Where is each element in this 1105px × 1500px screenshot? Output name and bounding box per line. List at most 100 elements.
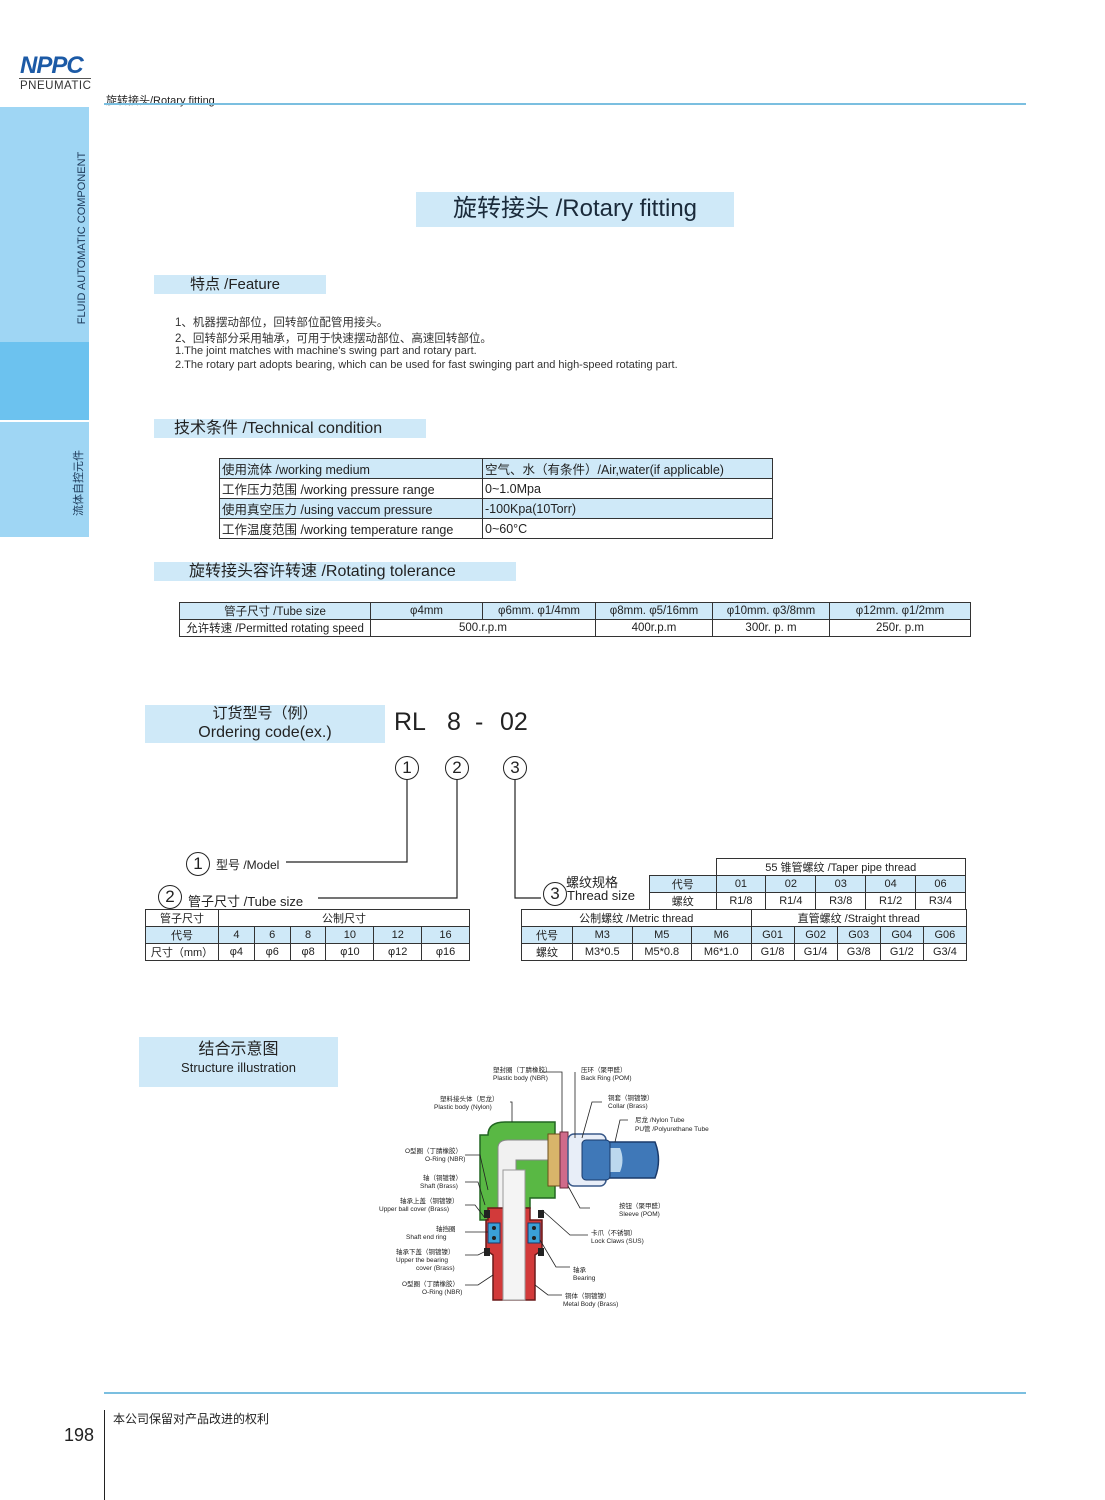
structure-heading-cn: 结合示意图 (198, 1041, 279, 1058)
rt-speed-cell: 400r.p.m (595, 619, 713, 637)
lbl-oring-bottom-cn: O型圈（丁腈橡胶） (402, 1281, 460, 1288)
header-divider (104, 103, 1026, 105)
table-row: 管子尺寸 公制尺寸 (145, 909, 470, 927)
metric-thread-title: 公制螺纹 /Metric thread (521, 909, 752, 927)
tc-value: 0~60°C (482, 518, 773, 539)
thread-value: G1/8 (750, 943, 795, 961)
tube-size-table: 管子尺寸 公制尺寸 代号 4 6 8 10 12 16 尺寸（mm） φ4 φ6… (145, 909, 470, 961)
lbl-bearing-en: Bearing (573, 1275, 596, 1282)
thread-value: M5*0.8 (631, 943, 692, 961)
table-row: 代号 4 6 8 10 12 16 (145, 926, 470, 944)
table-row: 代号 01 02 03 04 06 (649, 875, 966, 893)
tube-code-label: 代号 (145, 926, 219, 944)
rotating-heading: 旋转接头容许转速 /Rotating tolerance (154, 562, 516, 581)
tc-value: -100Kpa(10Torr) (482, 498, 773, 519)
tube-size-label: 尺寸（mm） (145, 943, 219, 961)
tc-label: 工作压力范围 /working pressure range (219, 478, 483, 499)
feature-line-1: 1、机器摆动部位，回转部位配管用接头。 (175, 317, 389, 329)
code-size: 8 (447, 708, 461, 736)
rt-speed-cell: 250r. p.m (829, 619, 971, 637)
rotary-fitting-illustration (465, 1071, 660, 1301)
lbl-upper-bearing-cn: 轴承下盖（铜镀镍） (396, 1249, 455, 1256)
lbl-upper-bearing-en: Upper the bearing (396, 1257, 449, 1264)
lbl-plastic-nylon-en: Plastic body (Nylon) (434, 1104, 492, 1111)
feature-heading: 特点 /Feature (154, 275, 326, 294)
rt-header-cell: φ10mm. φ3/8mm (712, 602, 830, 620)
ordering-heading-en: Ordering code(ex.) (198, 724, 332, 741)
taper-thread: R3/8 (815, 892, 867, 910)
label-model: 型号 /Model (216, 858, 280, 872)
code-callout-1: 1 (395, 756, 419, 780)
taper-thread-table: 55 锥管螺纹 /Taper pipe thread 代号 01 02 03 0… (649, 858, 966, 910)
taper-thread: R1/8 (715, 892, 767, 910)
ordering-heading-cn: 订货型号（例） (212, 705, 318, 722)
page-title: 旋转接头 /Rotary fitting (416, 192, 734, 227)
lbl-collar-cn: 铜套（铜镀镍） (608, 1095, 654, 1102)
taper-code: 06 (915, 875, 966, 893)
thread-value: G3/8 (836, 943, 881, 961)
tube-code: 12 (373, 926, 423, 944)
table-row: 公制螺纹 /Metric thread 直管螺纹 /Straight threa… (521, 909, 967, 927)
thread-code: M3 (572, 926, 633, 944)
thread-value: G3/4 (922, 943, 968, 961)
feature-line-2: 2、回转部分采用轴承，可用于快速摆动部位、高速回转部位。 (175, 333, 492, 345)
table-row: 螺纹 M3*0.5 M5*0.8 M6*1.0 G1/8 G1/4 G3/8 G… (521, 943, 968, 961)
label-tube-size: 管子尺寸 /Tube size (188, 894, 304, 909)
table-row: 代号 M3 M5 M6 G01 G02 G03 G04 G06 (521, 926, 968, 944)
thread-value: G1/4 (793, 943, 838, 961)
thread-value: G1/2 (879, 943, 924, 961)
taper-thread: R1/2 (865, 892, 917, 910)
tube-size: φ16 (421, 943, 470, 961)
taper-thread-label: 螺纹 (649, 892, 717, 910)
tube-title: 管子尺寸 (145, 909, 219, 927)
lbl-back-ring-en: Back Ring (POM) (581, 1075, 632, 1082)
lbl-tube-nylon: 尼龙 /Nylon Tube (635, 1117, 685, 1124)
table-row: 尺寸（mm） φ4 φ6 φ8 φ10 φ12 φ16 (145, 943, 470, 961)
rt-speed-label: 允许转速 /Permitted rotating speed (179, 619, 371, 637)
tube-metric: 公制尺寸 (218, 909, 470, 927)
table-row: 使用真空压力 /using vaccum pressure-100Kpa(10T… (219, 498, 773, 519)
thread-value: M6*1.0 (691, 943, 752, 961)
taper-code: 03 (815, 875, 867, 893)
rt-speed-cell: 300r. p. m (712, 619, 830, 637)
tube-size: φ4 (218, 943, 255, 961)
table-row: 螺纹 R1/8 R1/4 R3/8 R1/2 R3/4 (649, 892, 966, 910)
lbl-shaft-en: Shaft (Brass) (420, 1183, 458, 1190)
logo-divider (19, 78, 91, 79)
brand-logo: NPPC (20, 52, 84, 79)
lbl-tube-pu: PU管 /Polyurethane Tube (635, 1126, 709, 1133)
label-callout-1: 1 (186, 852, 210, 876)
lbl-metal-body-en: Metal Body (Brass) (563, 1301, 619, 1308)
code-dash: - (475, 708, 484, 736)
tube-code: 4 (218, 926, 255, 944)
lbl-lock-en: Lock Claws (SUS) (591, 1238, 644, 1245)
tube-code: 10 (325, 926, 375, 944)
thread-code: G01 (750, 926, 795, 944)
page-number: 198 (64, 1425, 95, 1445)
thread-code: M6 (691, 926, 752, 944)
taper-code: 04 (865, 875, 917, 893)
taper-thread: R3/4 (915, 892, 966, 910)
straight-thread-title: 直管螺纹 /Straight thread (750, 909, 967, 927)
sidebar-band-top (0, 107, 89, 342)
table-row: 55 锥管螺纹 /Taper pipe thread (649, 858, 966, 876)
taper-code: 01 (715, 875, 767, 893)
lbl-sleeve-cn: 按钮（聚甲醛） (619, 1203, 665, 1210)
rt-speed-cell: 500.r.p.m (370, 619, 596, 637)
lbl-oring-bottom-en: O-Ring (NBR) (422, 1289, 463, 1296)
table-row: 允许转速 /Permitted rotating speed 500.r.p.m… (179, 619, 971, 637)
label-callout-2: 2 (158, 885, 182, 909)
brand-subtitle: PNEUMATIC (20, 80, 92, 92)
lbl-shaft-end-cn: 轴挡圈 (436, 1226, 456, 1233)
thread-code-label: 代号 (521, 926, 573, 944)
feature-line-3: 1.The joint matches with machine's swing… (175, 345, 477, 357)
lbl-bearing-cn: 轴承 (573, 1267, 586, 1274)
lbl-shaft-cn: 轴（铜镀镍） (423, 1175, 462, 1182)
lbl-plastic-nylon-cn: 塑料接头体（尼龙） (440, 1096, 499, 1103)
tube-size: φ6 (253, 943, 291, 961)
lbl-collar-en: Collar (Brass) (608, 1103, 648, 1110)
lbl-plastic-nbr-cn: 塑封圈（丁腈橡胶） (493, 1067, 552, 1074)
lbl-upper-bearing-en2: cover (Brass) (416, 1265, 455, 1272)
footer-divider (104, 1392, 1026, 1394)
